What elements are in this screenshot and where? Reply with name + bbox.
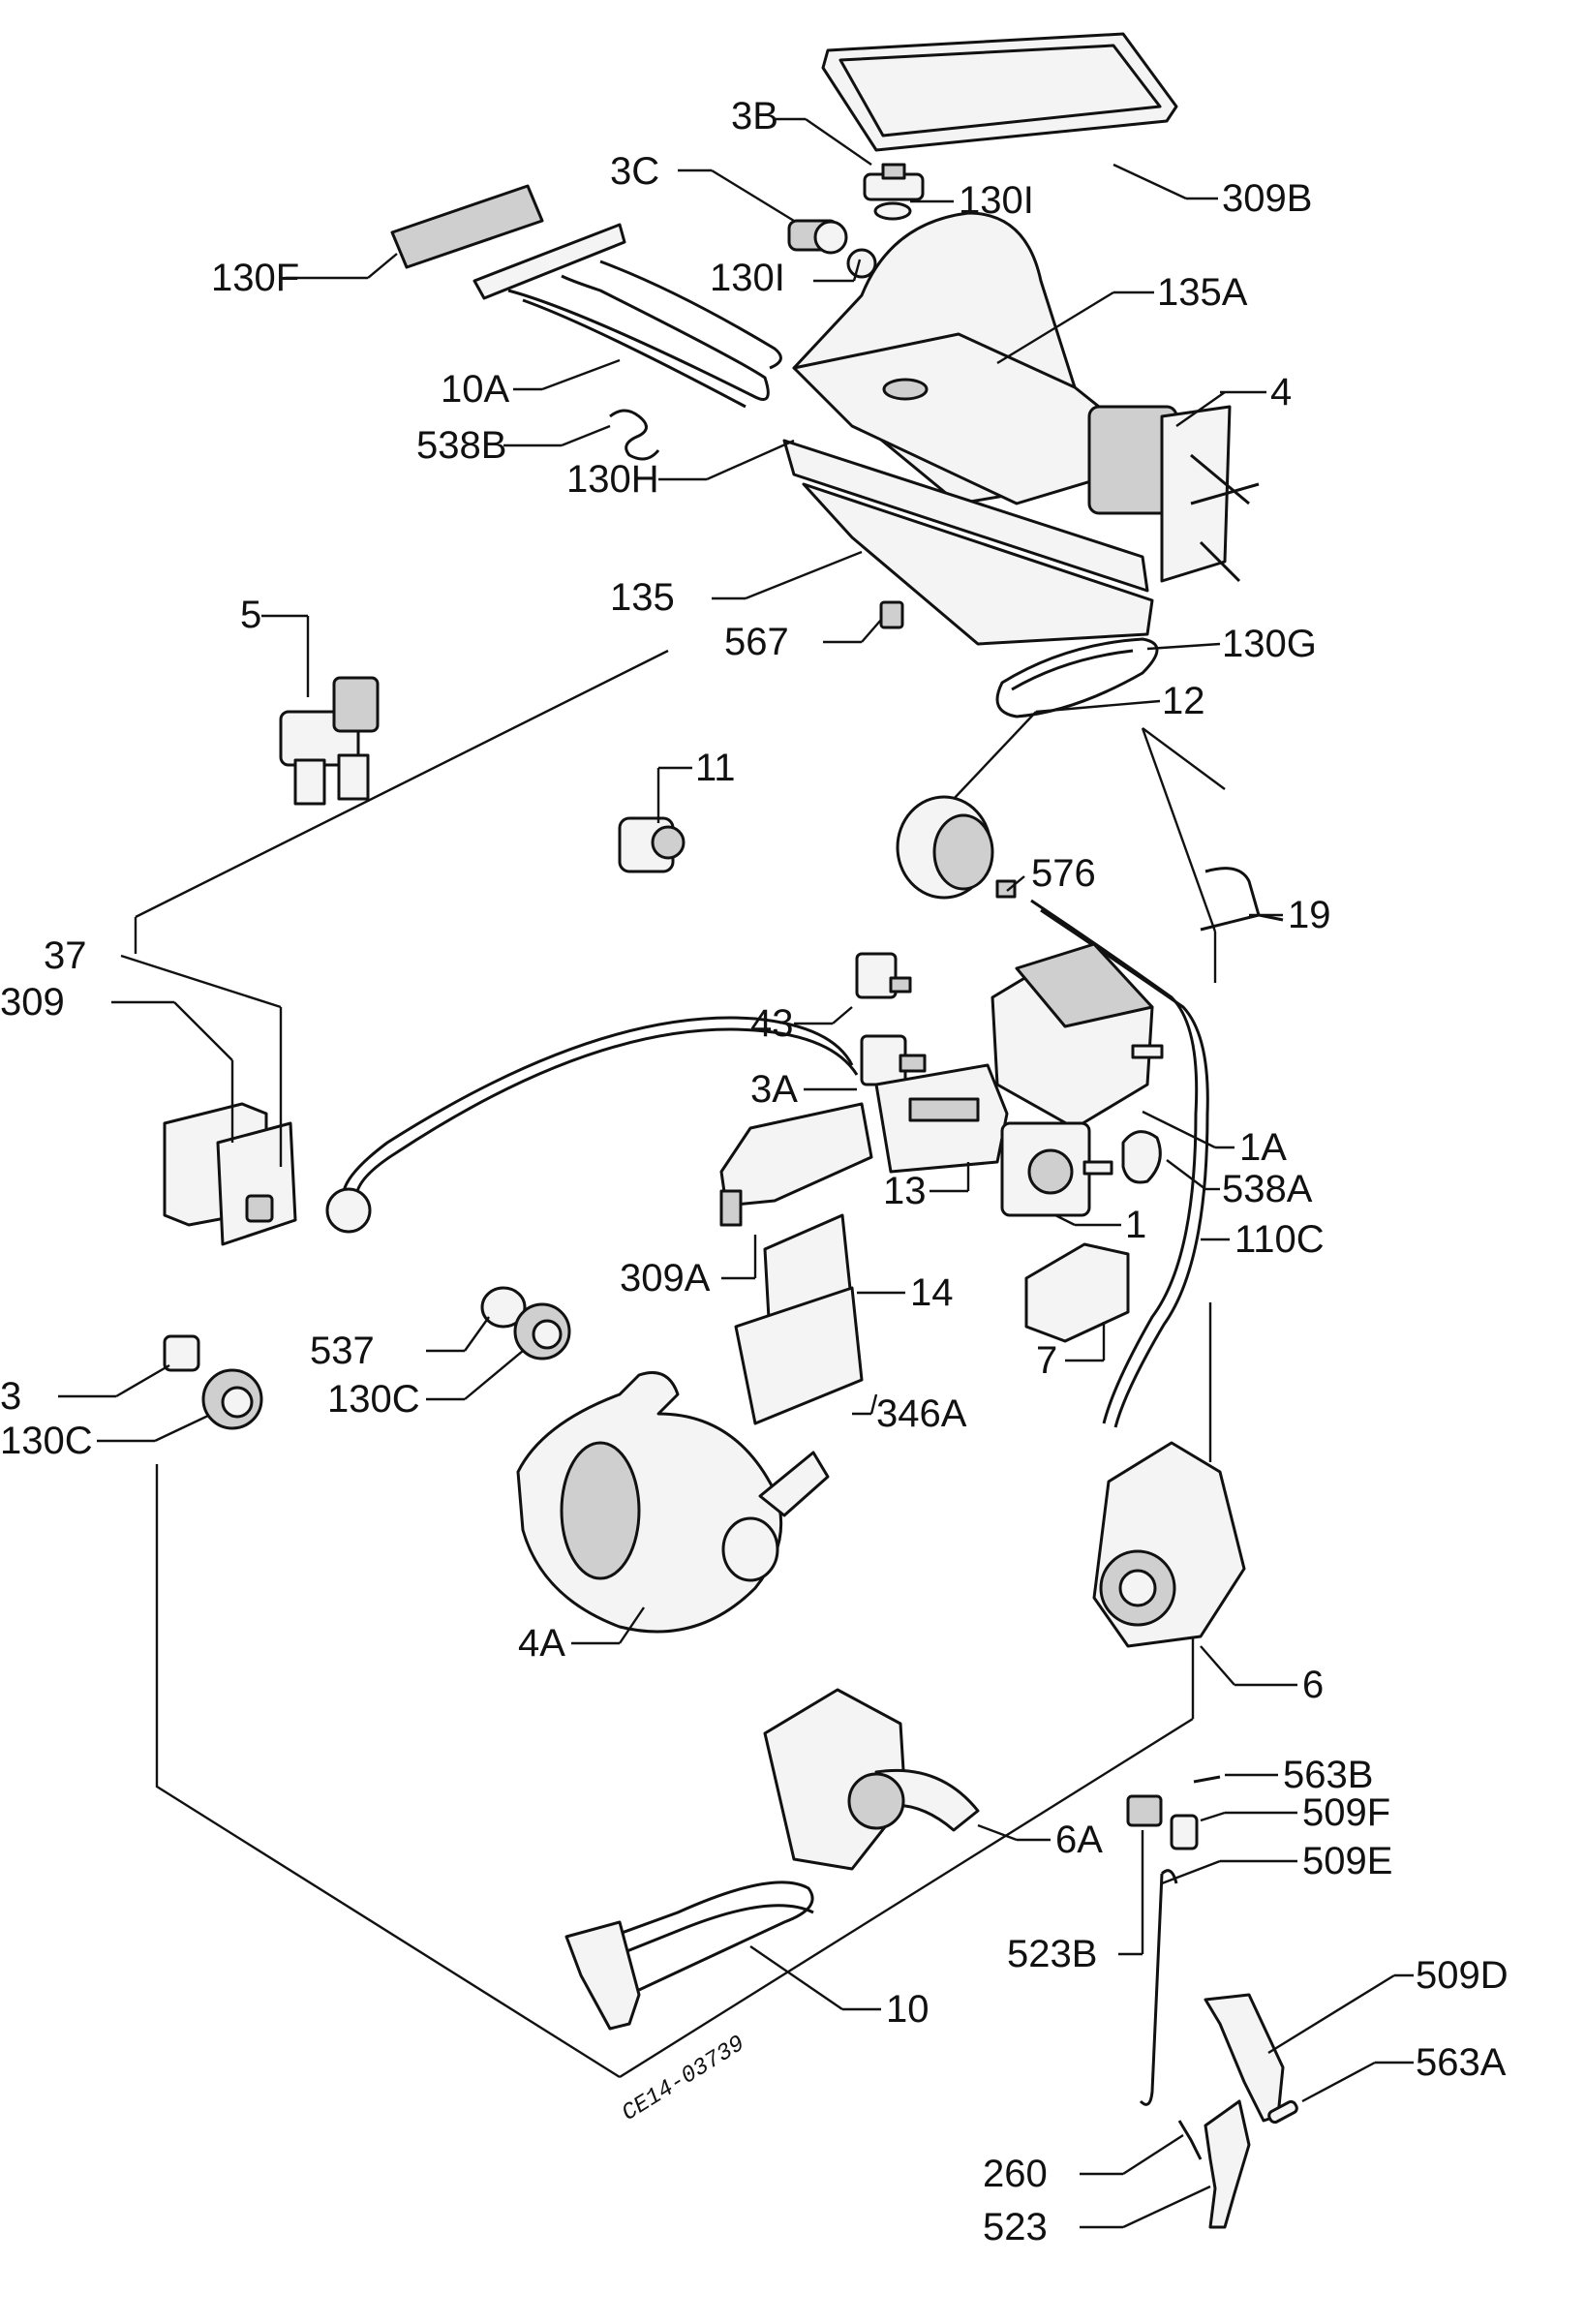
- control-board-37-part: [163, 1102, 297, 1246]
- label-19: 19: [1288, 894, 1331, 936]
- label-5: 5: [240, 594, 261, 636]
- box-346a-part: [734, 1286, 864, 1425]
- motor-4a-part: [516, 1371, 830, 1634]
- screw-576-part: [995, 879, 1017, 899]
- clip-538b-part: [609, 409, 660, 461]
- label-346a: 346A: [876, 1392, 967, 1435]
- thermostat-3c-part: [787, 219, 877, 279]
- label-6a: 6A: [1055, 1819, 1103, 1861]
- leader-lines: [58, 117, 1414, 2229]
- fan-motor-4-part: [1087, 405, 1260, 583]
- drawing-code: CE14-03739: [618, 2032, 749, 2127]
- rod-509e-part: [1139, 1869, 1178, 2106]
- label-10a: 10A: [441, 368, 509, 411]
- label-509e: 509E: [1302, 1840, 1392, 1882]
- label-7: 7: [1036, 1339, 1057, 1382]
- label-130c-a: 130C: [327, 1378, 420, 1421]
- label-523b: 523B: [1007, 1933, 1097, 1975]
- drying-duct-part: [782, 211, 1154, 646]
- pulley-12-part: [896, 795, 994, 900]
- component-7-part: [1024, 1242, 1130, 1343]
- label-538a: 538A: [1222, 1168, 1313, 1210]
- grommet-130c-part: [513, 1302, 571, 1361]
- label-563a: 563A: [1416, 2041, 1507, 2084]
- top-cover-part: [821, 32, 1178, 152]
- heater-10-part: [564, 1881, 814, 2031]
- thermostat-3b-part: [863, 163, 925, 221]
- part-509f-part: [1170, 1814, 1199, 1850]
- belt-130g-part: [995, 637, 1159, 719]
- selector-1-part: [1000, 1121, 1113, 1217]
- wire-19-part: [1200, 867, 1284, 932]
- label-309a: 309A: [620, 1257, 711, 1300]
- label-523: 523: [983, 2206, 1048, 2248]
- switch-3a-part: [325, 1016, 927, 1234]
- label-4: 4: [1270, 371, 1292, 413]
- label-12: 12: [1162, 680, 1205, 722]
- valve-5-part: [279, 676, 380, 806]
- label-43: 43: [750, 1002, 794, 1045]
- label-6: 6: [1302, 1664, 1324, 1706]
- cover-309a-part: [719, 1102, 873, 1227]
- programmer-1a-part: [991, 942, 1164, 1130]
- label-130g: 130G: [1222, 623, 1317, 665]
- label-509d: 509D: [1416, 1954, 1509, 1997]
- label-11: 11: [695, 747, 736, 789]
- label-135: 135: [610, 576, 675, 619]
- grommet-130c-second-part: [201, 1368, 263, 1430]
- label-13: 13: [883, 1170, 927, 1212]
- pump-6a-part: [763, 1688, 980, 1871]
- hose-110c-part: [1030, 899, 1209, 1428]
- label-130i-a: 130I: [959, 179, 1034, 222]
- heater-10a-part: [472, 223, 782, 409]
- lever-509d-part: [1204, 1993, 1285, 2123]
- label-509f: 509F: [1302, 1791, 1390, 1834]
- label-4a: 4A: [518, 1622, 565, 1665]
- spring-563b-part: [1193, 1775, 1221, 1784]
- seal-537-part: [480, 1286, 527, 1329]
- label-260: 260: [983, 2153, 1048, 2195]
- part-labels: 3B 3C 130I 130I 309B 130F 135A 10A 4 538…: [0, 95, 1509, 2248]
- pump-6-part: [1092, 1441, 1246, 1648]
- label-130c-b: 130C: [0, 1420, 93, 1462]
- label-10: 10: [886, 1988, 930, 2031]
- thermostat-3-part: [163, 1334, 200, 1372]
- label-309b: 309B: [1222, 177, 1312, 220]
- label-3b: 3B: [731, 95, 778, 138]
- label-3: 3: [0, 1375, 21, 1418]
- label-3c: 3C: [610, 150, 659, 193]
- plate-130f-part: [390, 184, 544, 269]
- label-1: 1: [1125, 1204, 1146, 1246]
- label-537: 537: [310, 1330, 375, 1372]
- label-3a: 3A: [750, 1068, 798, 1111]
- label-130h: 130H: [566, 458, 659, 501]
- label-538b: 538B: [416, 424, 506, 467]
- component-11-part: [618, 816, 686, 873]
- lever-523-part: [1204, 2099, 1251, 2229]
- switch-block-13-part: [874, 1063, 1009, 1174]
- label-130i-b: 130I: [710, 257, 785, 299]
- label-130f: 130F: [211, 257, 299, 299]
- label-14: 14: [910, 1271, 954, 1314]
- pin-563a-part: [1267, 2099, 1298, 2125]
- label-110c: 110C: [1234, 1218, 1325, 1261]
- label-1a: 1A: [1239, 1126, 1287, 1169]
- lock-523b-part: [1126, 1794, 1163, 1827]
- label-135a: 135A: [1157, 271, 1248, 314]
- label-37: 37: [44, 934, 87, 977]
- label-576: 576: [1031, 852, 1096, 895]
- microswitch-567-part: [879, 600, 904, 629]
- label-309: 309: [0, 981, 65, 1024]
- label-563b: 563B: [1283, 1754, 1373, 1796]
- spring-260-part: [1177, 2120, 1203, 2160]
- switch-43-part: [855, 952, 912, 999]
- label-567: 567: [724, 621, 789, 663]
- clip-538a-part: [1121, 1130, 1162, 1184]
